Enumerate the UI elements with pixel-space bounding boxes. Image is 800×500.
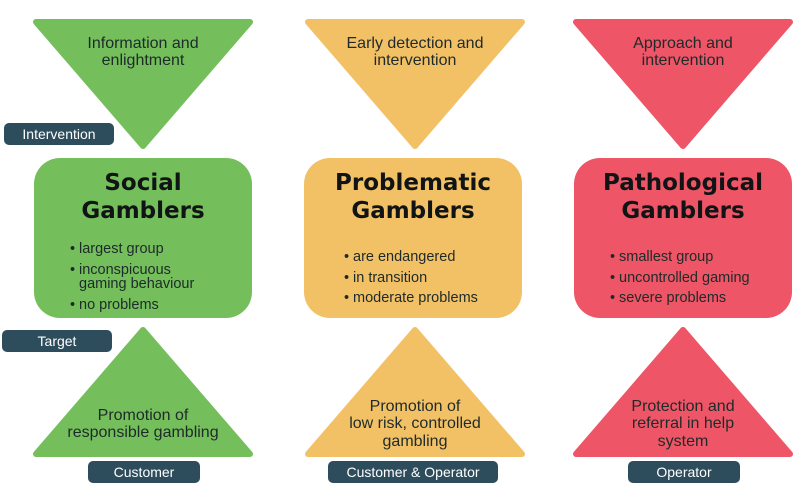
target-title-line: Gamblers [621,197,745,224]
target-label: Target [2,330,112,352]
target-card-problematic: Problematic Gamblers are endangered in t… [304,158,522,318]
customer-label: Customer [88,461,200,483]
customer-operator-label: Customer & Operator [328,461,498,483]
trait-item: severe problems [610,291,750,306]
target-title-line: Problematic [335,170,491,196]
trait-item: in transition [344,270,478,286]
target-title-pathological: Pathological Gamblers [574,170,792,225]
measure-line: Promotion of [97,407,189,424]
measure-line: low risk, controlled [349,415,481,433]
intervention-line: enlightment [101,52,185,70]
intervention-line: Early detection and [346,35,484,52]
trait-item: smallest group [610,250,750,265]
intervention-line: Information and [87,35,199,52]
intervention-label: Intervention [4,123,114,145]
target-title-problematic: Problematic Gamblers [304,170,522,225]
trait-item: largest group [70,242,194,257]
measure-text-problematic: Promotion of low risk, controlled gambli… [310,398,520,450]
measure-line: system [657,432,709,450]
target-title-social: Social Gamblers [34,170,252,225]
measure-line: responsible gambling [67,424,219,442]
intervention-text-problematic: Early detection and intervention [310,35,520,70]
measure-text-social: Promotion of responsible gambling [38,407,248,442]
target-card-pathological: Pathological Gamblers smallest group unc… [574,158,792,318]
intervention-triangle-social [33,19,253,149]
trait-item: are endangered [344,250,478,265]
intervention-text-pathological: Approach and intervention [578,35,788,70]
measure-line: gambling [382,432,448,450]
measure-triangle-problematic [305,327,525,457]
intervention-text-social: Information and enlightment [38,35,248,70]
measure-line: Protection and [631,398,735,415]
target-title-line: Social [104,170,182,196]
intervention-line: intervention [373,52,457,70]
trait-list-pathological: smallest group uncontrolled gaming sever… [610,250,750,312]
intervention-line: intervention [641,52,725,70]
target-title-line: Pathological [602,170,763,196]
measure-triangle-social [33,327,253,457]
intervention-triangle-pathological [573,19,793,149]
operator-label: Operator [628,461,740,483]
intervention-triangle-problematic [305,19,525,149]
trait-item: moderate problems [344,291,478,306]
intervention-line: Approach and [633,35,733,52]
target-title-line: Gamblers [351,197,475,224]
target-card-social: Social Gamblers largest group inconspicu… [34,158,252,318]
trait-item: uncontrolled gaming [610,270,750,286]
target-title-line: Gamblers [81,197,205,224]
measure-triangle-pathological [573,327,793,457]
measure-line: referral in help [631,415,735,433]
measure-text-pathological: Protection and referral in help system [578,398,788,450]
measure-line: Promotion of [369,398,461,415]
trait-item: no problems [70,297,194,313]
trait-list-problematic: are endangered in transition moderate pr… [344,250,478,312]
